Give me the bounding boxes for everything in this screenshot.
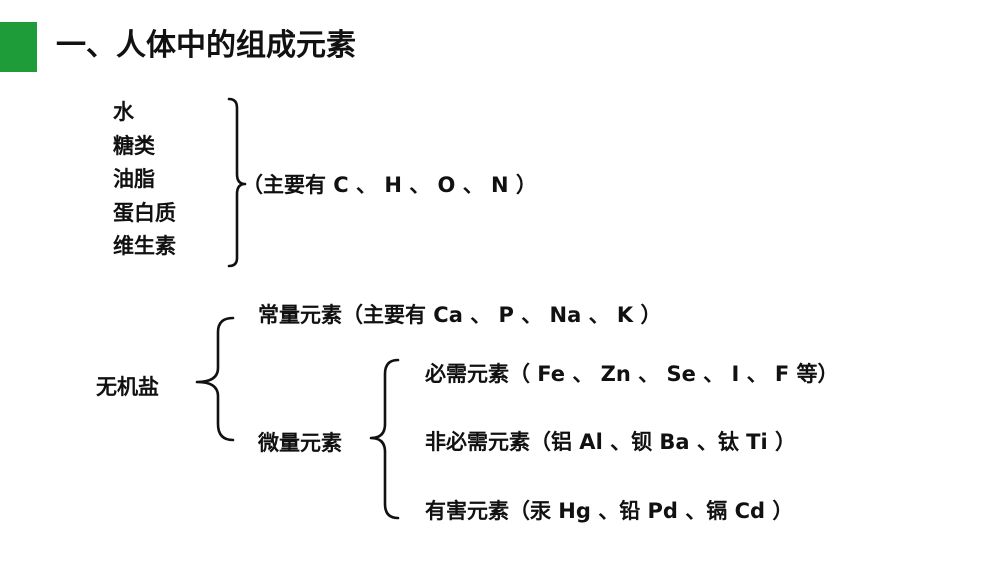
title-accent-bar (0, 22, 37, 72)
trace-elements-label: 微量元素 (258, 431, 342, 455)
slide-title: 一、人体中的组成元素 (56, 28, 356, 63)
organic-brace (227, 97, 247, 268)
nonessential-elements-text: 非必需元素（铝 Al 、钡 Ba 、钛 Ti ） (425, 430, 797, 454)
trace-element-brace (369, 358, 400, 520)
list-item: 水 (113, 100, 134, 124)
list-item: 维生素 (113, 234, 176, 258)
inorganic-brace (195, 316, 235, 442)
list-item: 糖类 (113, 133, 155, 158)
organic-elements-note: （主要有 C 、 H 、 O 、 N ） (242, 173, 537, 197)
inorganic-salt-label: 无机盐 (96, 375, 159, 399)
macro-elements-text: 常量元素（主要有 Ca 、 P 、 Na 、 K ） (258, 303, 662, 327)
list-item: 蛋白质 (113, 200, 176, 225)
list-item: 油脂 (113, 167, 155, 191)
essential-elements-text: 必需元素（ Fe 、 Zn 、 Se 、 I 、 F 等） (425, 362, 839, 386)
organic-substance-list: 水 糖类 油脂 蛋白质 维生素 (113, 96, 176, 264)
harmful-elements-text: 有害元素（汞 Hg 、铅 Pd 、镉 Cd ） (425, 499, 794, 523)
